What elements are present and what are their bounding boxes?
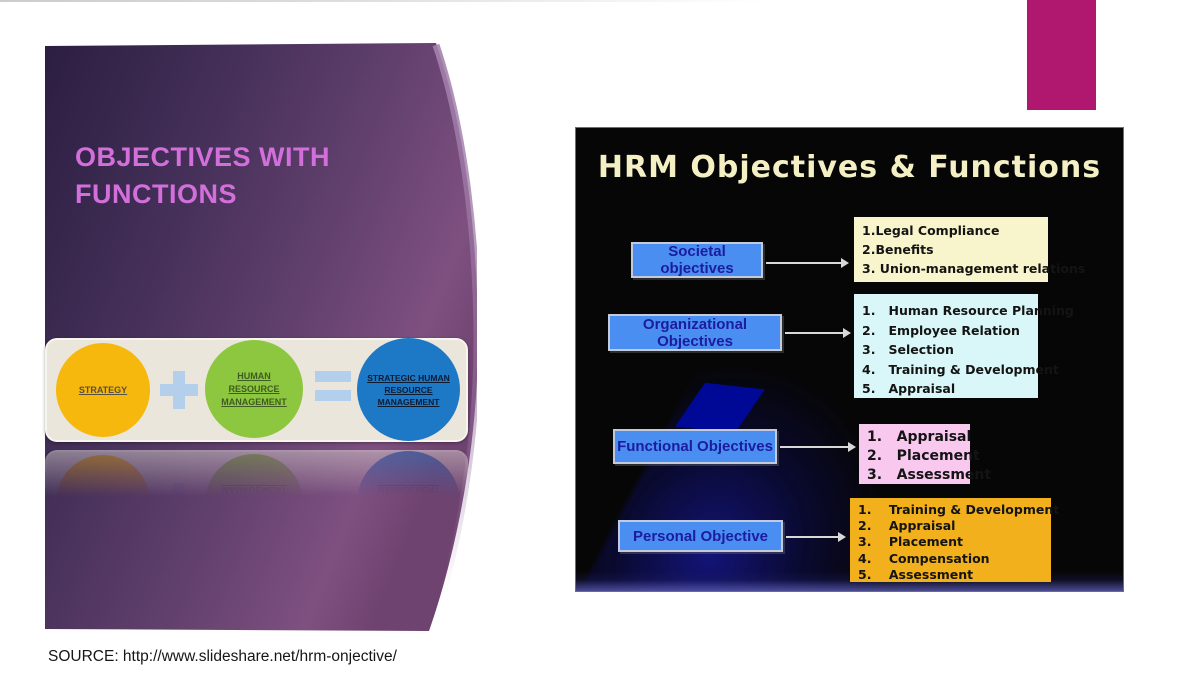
top-edge-rule	[0, 0, 763, 2]
plus-icon	[160, 371, 198, 409]
label-text: Organizational Objectives	[642, 315, 748, 350]
label-functional-objectives: Functional Objectives	[613, 429, 777, 464]
accent-bar	[1027, 0, 1096, 110]
list-item: 2. Appraisal	[858, 518, 956, 534]
list-item: 2. Employee Relation	[862, 322, 1020, 338]
page-title-line: OBJECTIVES WITH	[75, 142, 331, 172]
arrow-icon	[766, 258, 849, 268]
list-item: 4. Compensation	[858, 550, 990, 566]
label-text: Societal objectives	[660, 243, 734, 277]
strategy-circle: STRATEGY	[56, 343, 150, 437]
shrm-label-line: RESOURCE	[384, 384, 433, 395]
hrm-label-line: HUMAN	[237, 370, 271, 381]
label-organizational-objectives: Organizational Objectives	[608, 314, 782, 351]
list-item: 2. Placement	[867, 448, 980, 464]
societal-items-box: 1.Legal Compliance 2.Benefits 3. Union-man…	[854, 217, 1086, 282]
list-item: 1. Human Resource Planning	[862, 303, 1074, 318]
label-text: Personal Objective	[632, 527, 769, 545]
label-personal-objective: Personal Objective	[618, 520, 783, 552]
list-item: 1. Appraisal	[867, 429, 972, 445]
list-item: 1.Legal Compliance	[862, 223, 1000, 238]
hrm-slide-image: HRM Objectives & Functions Societal obje…	[575, 127, 1124, 592]
strategy-label: STRATEGY	[78, 385, 128, 395]
hrm-label-line: MANAGEMENT	[221, 396, 287, 407]
source-link[interactable]: SOURCE: http://www.slideshare.net/hrm-on…	[48, 648, 397, 665]
list-item: 1. Training & Development	[858, 502, 1060, 517]
slide-title: HRM Objectives & Functions	[597, 150, 1102, 185]
hrm-label: HUMAN RESOURCE MANAGEMENT	[221, 370, 287, 409]
list-item: 2.Benefits	[862, 242, 934, 257]
arrow-icon	[780, 442, 856, 452]
list-item: 3. Selection	[862, 342, 954, 357]
shrm-label-line: STRATEGIC HUMAN	[367, 372, 450, 383]
list-item: 5. Assessment	[858, 566, 974, 582]
page-title: OBJECTIVES WITH FUNCTIONS	[75, 139, 435, 213]
list-item: 5. Appraisal	[862, 381, 956, 396]
page-title-line: FUNCTIONS	[75, 179, 237, 209]
list-item: 3. Union-management relations	[862, 261, 1086, 276]
shrm-label-line: MANAGEMENT	[377, 396, 440, 407]
hrm-circle: HUMAN RESOURCE MANAGEMENT	[205, 340, 303, 438]
organizational-items-box: 1. Human Resource Planning 2. Employee Re…	[854, 294, 1074, 398]
hrm-label-line: RESOURCE	[228, 383, 280, 394]
arrow-icon	[785, 328, 851, 338]
label-societal-objectives: Societal objectives	[631, 242, 763, 278]
functional-items-box: 1. Appraisal 2. Placement 3. Assessment	[859, 424, 992, 484]
equals-icon	[315, 371, 351, 402]
arrow-icon	[786, 532, 846, 542]
label-text: Functional Objectives	[617, 438, 773, 455]
purple-panel-shape	[45, 43, 477, 631]
list-item: 4. Training & Development	[862, 361, 1059, 377]
list-item: 3. Placement	[858, 534, 963, 550]
list-item: 3. Assessment	[867, 467, 992, 483]
